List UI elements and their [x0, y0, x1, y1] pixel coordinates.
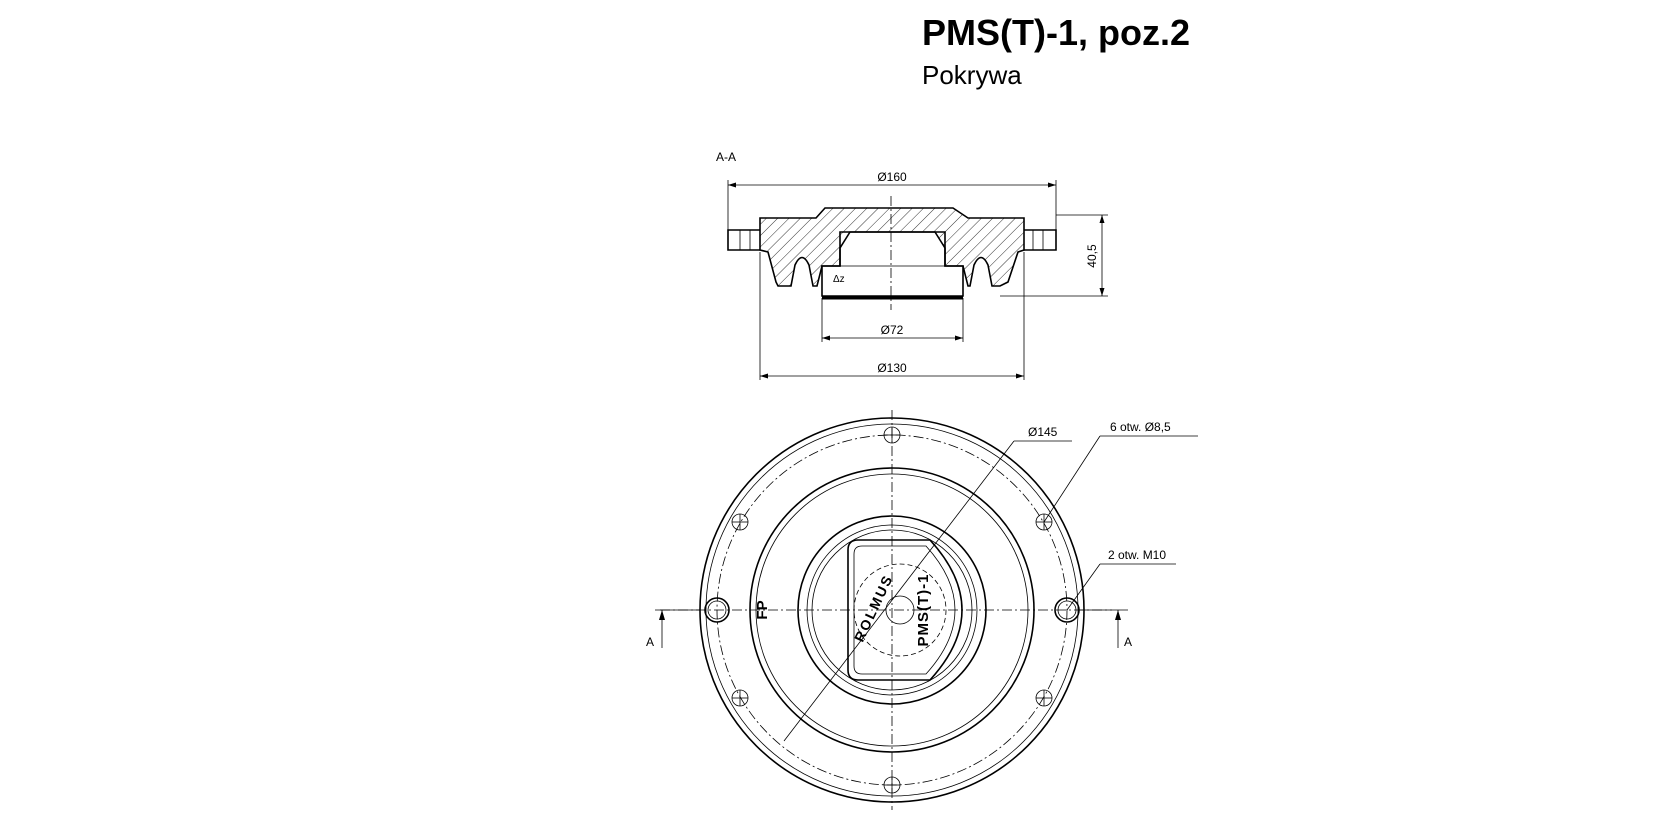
marking-model: PMS(T)-1: [915, 574, 932, 647]
cut-arrowhead-right: [1115, 610, 1121, 620]
holes-note: 6 otw. Ø8,5: [1110, 420, 1171, 434]
dim-145-leader: [783, 440, 1015, 742]
threads-note: 2 otw. M10: [1108, 548, 1166, 562]
cut-label-right: A: [1124, 635, 1132, 649]
cut-label-left: A: [646, 635, 654, 649]
bolt-hole: [731, 513, 749, 531]
page-subtitle: Pokrywa: [922, 60, 1022, 90]
threads-leader: [1066, 563, 1101, 611]
bolt-hole-section-right: [1032, 229, 1044, 251]
section-view: A-A Δz Ø160 40,5 Ø72: [716, 150, 1108, 380]
bolt-hole: [731, 689, 749, 707]
marking-plate: [847, 539, 963, 681]
bolt-hole-section-left: [739, 229, 751, 251]
threaded-hole: [1054, 597, 1080, 623]
gear-emblem-inner: [885, 595, 915, 625]
dim-height: 40,5: [1085, 244, 1099, 268]
bore-outline: [821, 231, 964, 297]
flange-right: [1024, 229, 1057, 251]
section-body-hatched: [759, 207, 1025, 287]
bolt-hole: [1035, 689, 1053, 707]
dim-bolt-circle: Ø145: [1028, 425, 1058, 439]
dim-outer-diameter: Ø160: [877, 170, 907, 184]
flange-left: [727, 229, 760, 251]
marking-plate-inner: [853, 545, 956, 675]
marking-fp: FP: [754, 600, 771, 619]
threaded-hole: [704, 597, 730, 623]
cut-arrowhead-left: [659, 610, 665, 620]
dim-bore-diameter: Ø72: [881, 323, 904, 337]
plan-view: FP ROLMUS PMS(T)-1 Ø145 6 otw. Ø8,5 2 ot…: [646, 410, 1198, 810]
dim-base-diameter: Ø130: [877, 361, 907, 375]
gear-emblem: [853, 563, 947, 657]
bolt-hole: [883, 426, 901, 444]
section-label: A-A: [716, 150, 736, 164]
roughness-mark: Δz: [833, 274, 845, 285]
page-title: PMS(T)-1, poz.2: [922, 12, 1190, 53]
holes-leader: [1043, 435, 1101, 523]
marking-brand: ROLMUS: [851, 572, 896, 645]
bolt-hole: [883, 776, 901, 794]
